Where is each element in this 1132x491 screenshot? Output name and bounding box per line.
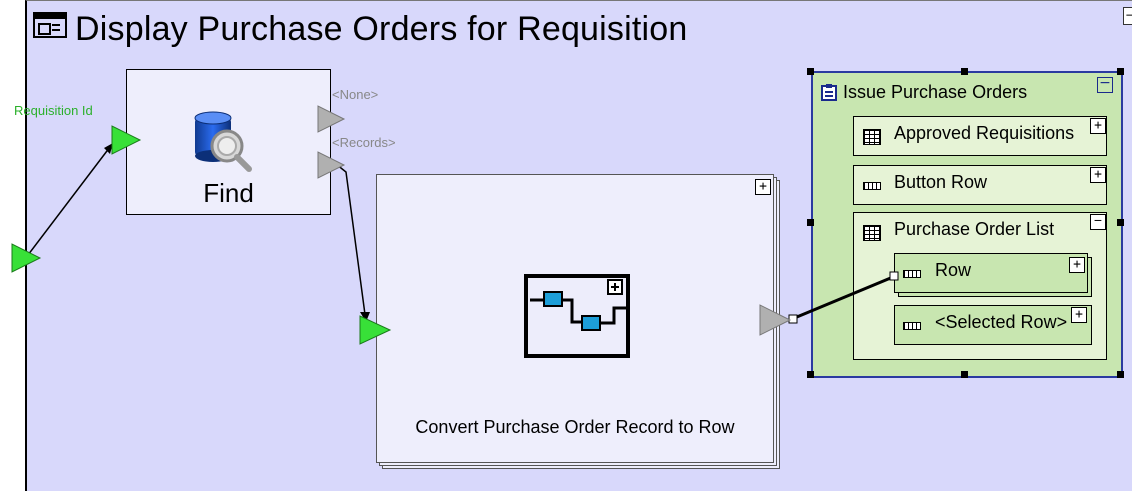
- window-icon: [33, 12, 67, 38]
- child-item-label: <Selected Row>: [935, 312, 1068, 332]
- convert-expand-button[interactable]: +: [755, 179, 771, 195]
- issue-purchase-orders-panel[interactable]: Issue Purchase Orders − Approved Requisi…: [811, 71, 1123, 378]
- child-item-label: Row: [935, 260, 972, 280]
- row-icon: [863, 182, 881, 190]
- expand-button[interactable]: +: [1071, 307, 1087, 323]
- table-icon: [863, 129, 881, 145]
- child-item-row[interactable]: Row +: [894, 253, 1088, 293]
- panel-item-button-row[interactable]: Button Row +: [853, 165, 1107, 205]
- output-label-none: <None>: [332, 87, 379, 102]
- connector-records-to-convert: [335, 163, 367, 323]
- panel-item-label: Approved Requisitions: [894, 123, 1075, 143]
- page-title: Display Purchase Orders for Requisition: [33, 10, 688, 49]
- find-node[interactable]: Find: [126, 69, 331, 215]
- row-icon: [903, 270, 921, 278]
- panel-item-label: Purchase Order List: [894, 219, 1055, 239]
- panel-collapse-button[interactable]: −: [1097, 76, 1113, 93]
- panel-item-label: Button Row: [894, 172, 988, 192]
- page-title-text: Display Purchase Orders for Requisition: [75, 10, 688, 48]
- database-search-icon: [194, 111, 252, 172]
- resize-handle[interactable]: [1117, 219, 1124, 226]
- connector-convert-to-row: [791, 275, 894, 321]
- input-port-requisition-id: [111, 125, 142, 155]
- find-label: Find: [203, 178, 254, 208]
- collapse-button[interactable]: −: [1090, 213, 1106, 230]
- input-port-convert: [359, 315, 392, 345]
- child-item-selected-row[interactable]: <Selected Row> +: [894, 305, 1092, 345]
- row-icon: [903, 322, 921, 330]
- output-port-none: [317, 105, 346, 133]
- expand-button[interactable]: +: [1069, 257, 1085, 273]
- panel-item-approved-requisitions[interactable]: Approved Requisitions +: [853, 116, 1107, 156]
- resize-handle[interactable]: [1117, 371, 1124, 378]
- table-icon: [863, 225, 881, 241]
- panel-title-text: Issue Purchase Orders: [843, 82, 1028, 102]
- output-label-records: <Records>: [332, 135, 396, 150]
- expand-button[interactable]: +: [1090, 167, 1106, 183]
- resize-handle[interactable]: [807, 68, 814, 75]
- connector-input-to-find: [27, 142, 114, 256]
- input-label-requisition-id: Requisition Id: [14, 103, 93, 118]
- resize-handle[interactable]: [807, 219, 814, 226]
- convert-node[interactable]: + Convert Purchase Order Record to Row: [376, 174, 774, 463]
- resize-handle[interactable]: [961, 371, 968, 378]
- input-port-left: [11, 243, 42, 273]
- frame-collapse-button[interactable]: −: [1123, 7, 1132, 25]
- resize-handle[interactable]: [807, 371, 814, 378]
- resize-handle[interactable]: [1117, 68, 1124, 75]
- resize-handle[interactable]: [961, 68, 968, 75]
- output-port-convert: [759, 304, 792, 336]
- clipboard-icon: [821, 84, 837, 101]
- subprocess-icon: [524, 274, 630, 358]
- expand-button[interactable]: +: [1090, 118, 1106, 134]
- panel-title: Issue Purchase Orders: [821, 82, 1027, 103]
- panel-item-purchase-order-list[interactable]: Purchase Order List − Row + <Selected Ro…: [853, 212, 1107, 360]
- output-port-records: [317, 151, 346, 179]
- convert-label: Convert Purchase Order Record to Row: [415, 417, 735, 437]
